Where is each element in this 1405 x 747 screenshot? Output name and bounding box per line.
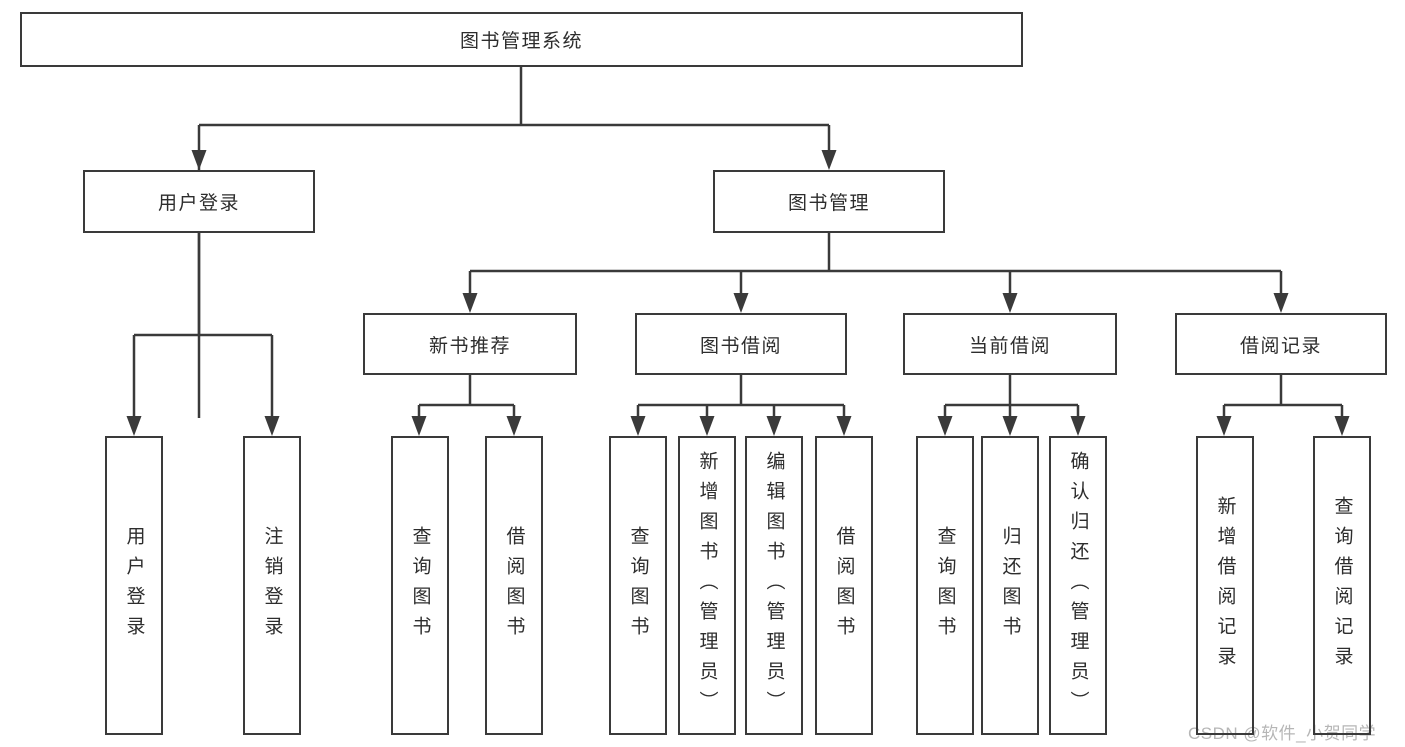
csdn-watermark: CSDN @软件_小贺同学: [1188, 724, 1377, 743]
leaf-add-borrow-record: 新增借阅记录: [1196, 436, 1254, 735]
leaf-label: 编辑图书（管理员）: [763, 450, 785, 721]
leaf-label: 借阅图书: [503, 525, 525, 646]
node-label: 图书管理: [787, 193, 870, 214]
node-borrowing-records: 借阅记录: [1175, 313, 1387, 375]
leaf-label: 新增借阅记录: [1214, 495, 1236, 676]
node-label: 图书借阅: [699, 335, 782, 357]
leaf-label: 查询图书: [934, 525, 956, 646]
leaf-label: 注销登录: [261, 525, 283, 646]
leaf-confirm-return-admin: 确认归还（管理员）: [1049, 436, 1107, 735]
node-label: 图书管理系统: [459, 31, 583, 52]
leaf-edit-book-admin: 编辑图书（管理员）: [745, 436, 803, 735]
leaf-query-books-recommend: 查询图书: [391, 436, 449, 735]
leaf-label: 查询图书: [627, 525, 649, 646]
node-book-borrowing: 图书借阅: [635, 313, 847, 375]
leaf-add-book-admin: 新增图书（管理员）: [678, 436, 736, 735]
leaf-query-borrow-record: 查询借阅记录: [1313, 436, 1371, 735]
leaf-borrow-books-borrowing: 借阅图书: [815, 436, 873, 735]
node-label: 用户登录: [157, 193, 240, 214]
node-label: 借阅记录: [1239, 335, 1322, 357]
arrowheads: [126, 150, 1350, 436]
leaf-logout: 注销登录: [243, 436, 301, 735]
node-library-management-system: 图书管理系统: [20, 12, 1023, 67]
node-current-borrowing: 当前借阅: [903, 313, 1117, 375]
leaf-label: 用户登录: [123, 525, 145, 646]
node-user-login: 用户登录: [83, 170, 315, 233]
node-new-book-recommendation: 新书推荐: [363, 313, 577, 375]
leaf-label: 借阅图书: [833, 525, 855, 646]
node-book-management: 图书管理: [713, 170, 945, 233]
leaf-borrow-books-recommend: 借阅图书: [485, 436, 543, 735]
leaf-user-login: 用户登录: [105, 436, 163, 735]
leaf-label: 查询图书: [409, 525, 431, 646]
node-label: 当前借阅: [968, 335, 1051, 357]
leaf-return-books: 归还图书: [981, 436, 1039, 735]
leaf-label: 确认归还（管理员）: [1067, 450, 1089, 721]
leaf-label: 归还图书: [999, 525, 1021, 646]
leaf-query-books-current: 查询图书: [916, 436, 974, 735]
leaf-label: 新增图书（管理员）: [696, 450, 718, 721]
leaf-query-books-borrowing: 查询图书: [609, 436, 667, 735]
leaf-label: 查询借阅记录: [1331, 495, 1353, 676]
node-label: 新书推荐: [428, 335, 511, 357]
